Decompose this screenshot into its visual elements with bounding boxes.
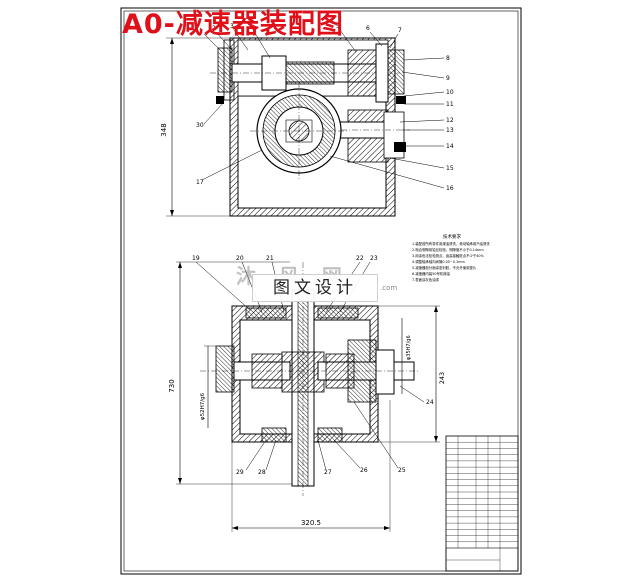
top-view-leaders — [201, 27, 445, 189]
label-14: 14 — [446, 143, 454, 150]
title-block — [445, 435, 519, 572]
label-21: 21 — [266, 255, 274, 262]
right-height-dim: 243 — [438, 372, 446, 384]
label-28: 28 — [258, 469, 266, 476]
label-30: 30 — [196, 122, 204, 129]
label-16: 16 — [446, 185, 454, 192]
tech-line-5: 5.减速器剖分面涂密封胶，不允许使用垫片 — [412, 265, 477, 270]
tech-line-3: 3.用涂色法检验斑点，齿高接触斑点不少于40% — [412, 253, 485, 258]
label-1: 1 — [199, 28, 203, 35]
label-2: 2 — [212, 25, 216, 32]
outer-frame — [120, 7, 522, 575]
drawing-title: A0-减速器装配图 — [122, 9, 344, 40]
tech-line-7: 7.表面涂灰色油漆 — [412, 277, 440, 282]
front-height-dim: 730 — [168, 379, 176, 392]
label-15: 15 — [446, 165, 454, 172]
top-view-label-group: 1 2 3 4 5 6 7 8 9 10 11 12 13 14 15 16 1… — [196, 21, 454, 192]
label-3: 3 — [230, 23, 234, 30]
top-height-dim: 348 — [160, 123, 168, 136]
label-5: 5 — [336, 23, 340, 30]
tech-heading: 技术要求 — [443, 233, 461, 240]
label-20: 20 — [236, 255, 244, 262]
label-7: 7 — [398, 27, 402, 34]
technical-requirements: 技术要求 1.装配前所有零件用煤油清洗，滚动轴承用汽油清洗 2.啮合侧隙用铅丝检… — [412, 233, 490, 282]
label-27: 27 — [324, 469, 332, 476]
label-22: 22 — [356, 255, 364, 262]
label-26: 26 — [360, 467, 368, 474]
label-24: 24 — [426, 399, 434, 406]
front-view: 730 φ52H7/g6 320.5 243 φ35H7/g6 — [168, 261, 446, 532]
watermark-badge: 图文设计 — [252, 274, 378, 302]
label-11: 11 — [446, 101, 454, 108]
tech-line-4: 4.调整轴承轴向间隙0.05~0.1mm — [412, 259, 465, 264]
inner-frame — [123, 10, 519, 572]
label-8: 8 — [446, 55, 450, 62]
label-6: 6 — [366, 25, 370, 32]
front-width-dim: 320.5 — [301, 519, 321, 527]
label-9: 9 — [446, 75, 450, 82]
label-10: 10 — [446, 89, 454, 96]
tech-line-1: 1.装配前所有零件用煤油清洗，滚动轴承用汽油清洗 — [412, 241, 490, 246]
front-view-label-group: 19 20 21 22 23 24 25 26 27 28 29 — [192, 255, 434, 476]
label-29: 29 — [236, 469, 244, 476]
tech-line-6: 6.减速器内装50号机械油 — [412, 271, 451, 276]
label-19: 19 — [192, 255, 200, 262]
bore-right-dim: φ35H7/g6 — [406, 335, 412, 360]
label-17: 17 — [196, 179, 204, 186]
label-25: 25 — [398, 467, 406, 474]
bore-left-dim: φ52H7/g6 — [200, 392, 206, 420]
label-13: 13 — [446, 127, 454, 134]
label-4: 4 — [248, 21, 252, 28]
watermark-suffix: .com — [380, 284, 398, 292]
tech-line-2: 2.啮合侧隙用铅丝检验，侧隙值不小于0.14mm — [412, 247, 484, 252]
label-23: 23 — [370, 255, 378, 262]
top-view: 348 — [160, 37, 410, 217]
label-12: 12 — [446, 117, 454, 124]
